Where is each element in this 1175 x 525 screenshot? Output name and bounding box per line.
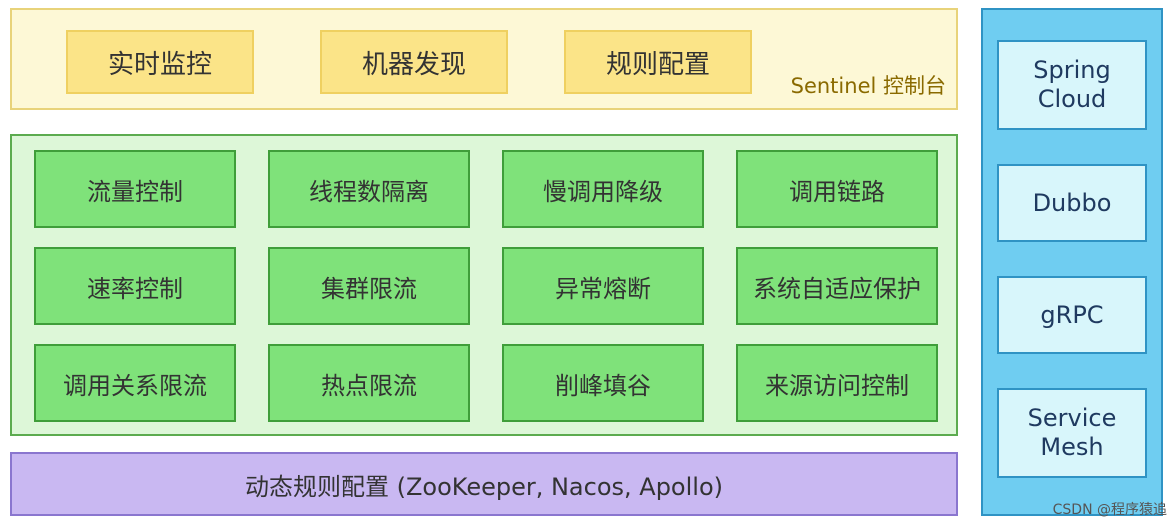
feature-grid: 流量控制 线程数隔离 慢调用降级 调用链路 速率控制 集群限流 异常熔断 系统自… <box>34 150 938 422</box>
console-item-machine-discovery: 机器发现 <box>320 30 508 94</box>
feature-relation-limit: 调用关系限流 <box>34 344 236 422</box>
feature-thread-isolation: 线程数隔离 <box>268 150 470 228</box>
sentinel-console-panel: 实时监控 机器发现 规则配置 Sentinel 控制台 <box>10 8 958 110</box>
integration-dubbo: Dubbo <box>997 164 1147 242</box>
csdn-watermark: CSDN @程序猿追 <box>1052 502 1167 518</box>
console-title: Sentinel 控制台 <box>790 74 946 98</box>
console-item-rule-config: 规则配置 <box>564 30 752 94</box>
console-item-realtime-monitoring: 实时监控 <box>66 30 254 94</box>
feature-rate-control: 速率控制 <box>34 247 236 325</box>
feature-slow-call-degrade: 慢调用降级 <box>502 150 704 228</box>
feature-system-adaptive-protection: 系统自适应保护 <box>736 247 938 325</box>
feature-exception-circuit-break: 异常熔断 <box>502 247 704 325</box>
integration-grpc: gRPC <box>997 276 1147 354</box>
integration-service-mesh: Service Mesh <box>997 388 1147 478</box>
feature-hotspot-limit: 热点限流 <box>268 344 470 422</box>
integration-panel: Spring Cloud Dubbo gRPC Service Mesh <box>981 8 1163 516</box>
integration-spring-cloud: Spring Cloud <box>997 40 1147 130</box>
dynamic-rule-config-panel: 动态规则配置 (ZooKeeper, Nacos, Apollo) <box>10 452 958 516</box>
feature-cluster-limit: 集群限流 <box>268 247 470 325</box>
feature-call-chain: 调用链路 <box>736 150 938 228</box>
feature-origin-access-control: 来源访问控制 <box>736 344 938 422</box>
feature-flow-control: 流量控制 <box>34 150 236 228</box>
feature-peak-shaving: 削峰填谷 <box>502 344 704 422</box>
feature-panel: 流量控制 线程数隔离 慢调用降级 调用链路 速率控制 集群限流 异常熔断 系统自… <box>10 134 958 436</box>
